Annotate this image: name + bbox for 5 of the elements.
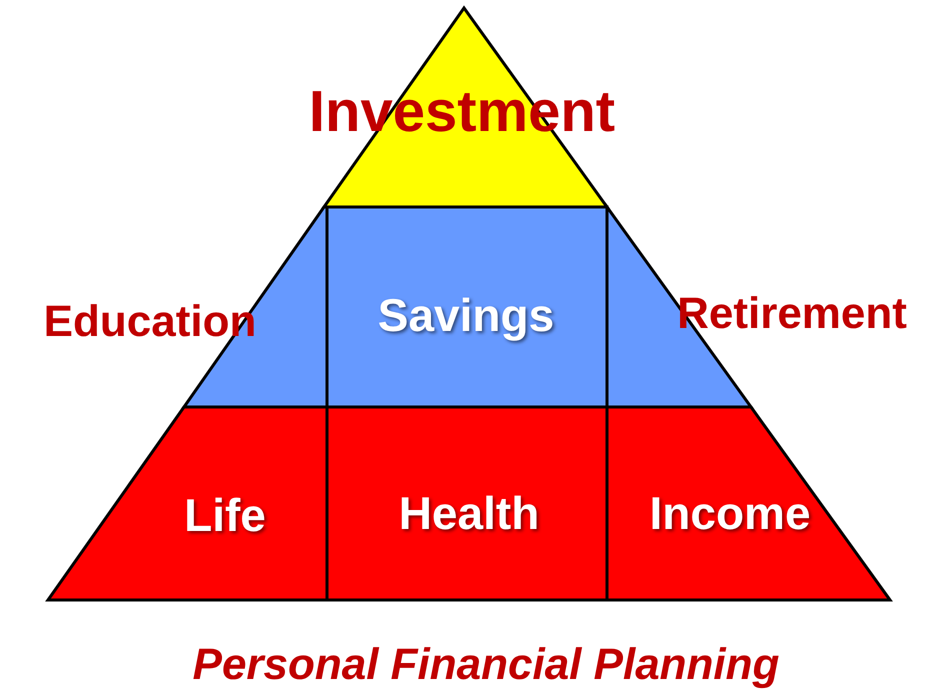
segment-label: Health — [398, 490, 540, 536]
caption: Personal Financial Planning — [192, 643, 780, 687]
segment-label: Income — [649, 490, 811, 536]
segment-label: Investment — [308, 83, 616, 141]
segment-label: Life — [184, 492, 266, 538]
